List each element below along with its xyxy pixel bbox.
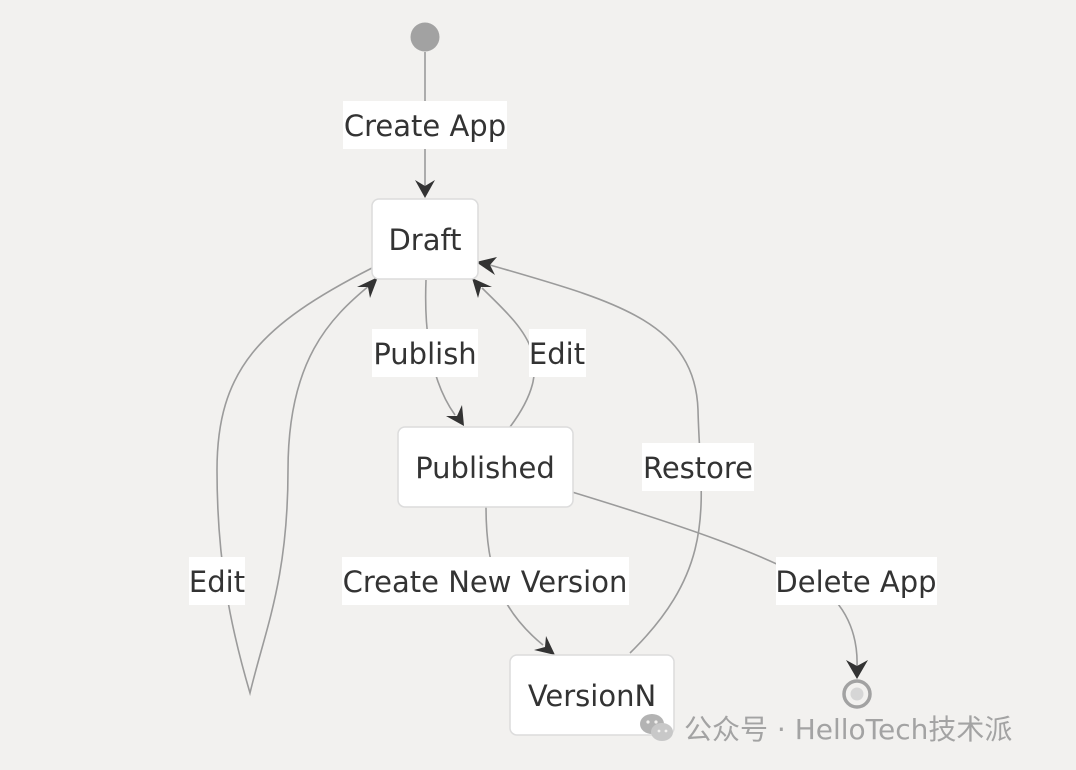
watermark: 公众号 · HelloTech技术派 — [638, 708, 1012, 748]
label-create-app: Create App — [344, 109, 506, 143]
label-bg — [529, 329, 586, 377]
edge-restore — [489, 264, 703, 654]
arrowhead — [415, 180, 435, 198]
arrowhead — [472, 278, 492, 298]
arrowhead — [846, 660, 868, 679]
wechat-icon — [638, 711, 676, 745]
label-bg — [776, 557, 937, 605]
arrowhead — [534, 636, 555, 655]
state-versionn-label: VersionN — [528, 679, 656, 713]
state-draft-label: Draft — [388, 223, 461, 257]
arrowhead — [476, 257, 497, 275]
label-bg — [372, 329, 478, 377]
label-bg — [642, 443, 754, 491]
label-bg — [189, 557, 245, 605]
arrowhead — [446, 405, 464, 426]
edge-edit-to-draft — [481, 287, 536, 428]
state-published-box — [397, 426, 574, 508]
edge-edit-self-loop — [216, 267, 373, 697]
label-edit-to-draft: Edit — [529, 337, 585, 371]
watermark-text: 公众号 · HelloTech技术派 — [684, 713, 1013, 746]
label-edit-self-loop: Edit — [189, 565, 245, 599]
arrowhead — [357, 277, 378, 298]
label-restore: Restore — [643, 451, 753, 485]
start-state — [410, 22, 440, 52]
end-state-ring — [842, 679, 872, 709]
label-publish: Publish — [373, 337, 476, 371]
state-draft-box — [371, 198, 479, 280]
label-bg — [343, 101, 507, 149]
label-delete-app: Delete App — [775, 565, 936, 599]
state-versionn-box — [509, 654, 675, 736]
state-published-label: Published — [415, 451, 555, 485]
label-create-new-version: Create New Version — [343, 565, 628, 599]
end-state-core — [850, 687, 864, 701]
label-bg — [342, 557, 629, 605]
